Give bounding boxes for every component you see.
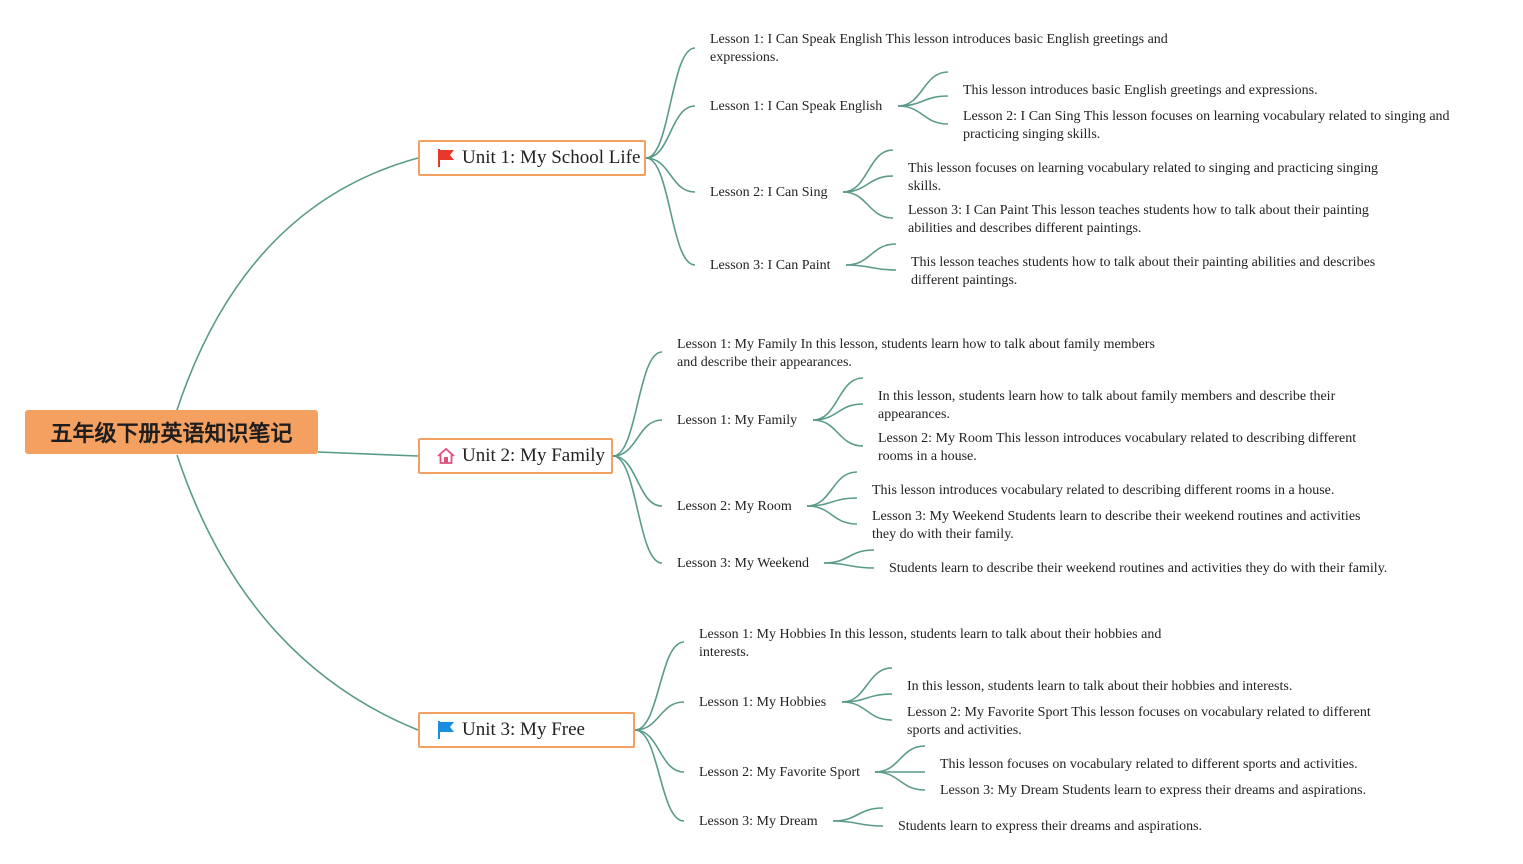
connector-line [645, 105, 696, 159]
connector-line [812, 419, 864, 447]
unit-label: Unit 2: My Family [462, 445, 606, 466]
blue-flag-icon [436, 720, 456, 740]
lesson-note[interactable]: Lesson 2: I Can Sing This lesson focuses… [963, 109, 1450, 142]
connector-line [842, 149, 894, 193]
connector-line [897, 105, 949, 125]
connector-line [845, 264, 897, 271]
root-label: 五年级下册英语知识笔记 [50, 422, 293, 447]
lesson-note[interactable]: This lesson teaches students how to talk… [911, 255, 1376, 288]
connector-line [842, 175, 894, 193]
lesson-node[interactable]: Lesson 3: My Weekend [677, 556, 809, 571]
unit-node-3[interactable]: Unit 3: My Free [418, 712, 635, 748]
connector-line [832, 820, 884, 827]
connector-line [634, 701, 685, 731]
lesson-note[interactable]: In this lesson, students learn how to ta… [878, 389, 1336, 422]
connector-line [634, 729, 685, 822]
lesson-note[interactable]: Lesson 2: My Favorite Sport This lesson … [907, 705, 1371, 738]
unit-summary[interactable]: Lesson 1: I Can Speak English This lesso… [710, 32, 1168, 65]
lesson-note[interactable]: This lesson focuses on learning vocabula… [908, 161, 1379, 194]
lesson-node[interactable]: Lesson 1: My Hobbies [699, 695, 827, 710]
lesson-node[interactable]: Lesson 1: I Can Speak English [710, 99, 883, 114]
unit-node-1[interactable]: Unit 1: My School Life [418, 140, 646, 176]
connector-line [823, 549, 875, 564]
lesson-note[interactable]: Lesson 3: I Can Paint This lesson teache… [908, 203, 1369, 236]
lesson-note[interactable]: This lesson introduces basic English gre… [963, 83, 1318, 98]
lesson-note[interactable]: In this lesson, students learn to talk a… [907, 679, 1293, 694]
unit-label: Unit 1: My School Life [462, 147, 641, 168]
connector-line [812, 403, 864, 421]
connector-line [176, 454, 419, 731]
connector-line [612, 455, 663, 507]
lesson-note[interactable]: This lesson introduces vocabulary relate… [872, 483, 1335, 498]
lesson-node[interactable]: Lesson 2: I Can Sing [710, 185, 828, 200]
connector-line [812, 377, 864, 421]
root-node[interactable]: 五年级下册英语知识笔记 [25, 410, 318, 454]
unit-label: Unit 3: My Free [462, 719, 585, 740]
connector-line [645, 157, 696, 266]
connector-line [841, 667, 893, 703]
lesson-node[interactable]: Lesson 3: My Dream [699, 814, 818, 829]
lesson-node[interactable]: Lesson 1: My Family [677, 413, 798, 428]
connector-line [823, 562, 875, 569]
red-flag-icon [436, 148, 456, 168]
connector-line [874, 745, 926, 773]
connector-line [806, 505, 858, 525]
house-icon [436, 446, 456, 466]
connector-line [612, 455, 663, 564]
connector-line [634, 641, 685, 731]
connector-line [612, 419, 663, 457]
lesson-note[interactable]: This lesson focuses on vocabulary relate… [940, 757, 1358, 772]
lesson-note[interactable]: Lesson 3: My Dream Students learn to exp… [940, 783, 1367, 798]
unit-node-2[interactable]: Unit 2: My Family [418, 438, 613, 474]
connector-line [176, 157, 419, 411]
connector-line [845, 243, 897, 266]
lesson-note[interactable]: Lesson 3: My Weekend Students learn to d… [872, 509, 1361, 542]
lesson-node[interactable]: Lesson 3: I Can Paint [710, 258, 831, 273]
connector-line [634, 729, 685, 773]
connector-line [874, 771, 926, 791]
lesson-note[interactable]: Students learn to describe their weekend… [889, 561, 1388, 576]
lesson-note[interactable]: Students learn to express their dreams a… [898, 819, 1203, 834]
connector-line [842, 191, 894, 219]
connector-line [806, 471, 858, 507]
connector-line [645, 47, 696, 159]
connector-line [832, 807, 884, 822]
connector-line [841, 701, 893, 721]
lesson-node[interactable]: Lesson 2: My Favorite Sport [699, 765, 860, 780]
unit-summary[interactable]: Lesson 1: My Hobbies In this lesson, stu… [699, 627, 1162, 660]
lesson-node[interactable]: Lesson 2: My Room [677, 499, 792, 514]
connector-line [317, 451, 419, 457]
connector-line [612, 351, 663, 457]
connector-line [645, 157, 696, 193]
unit-summary[interactable]: Lesson 1: My Family In this lesson, stud… [677, 337, 1155, 370]
lesson-note[interactable]: Lesson 2: My Room This lesson introduces… [878, 431, 1357, 464]
